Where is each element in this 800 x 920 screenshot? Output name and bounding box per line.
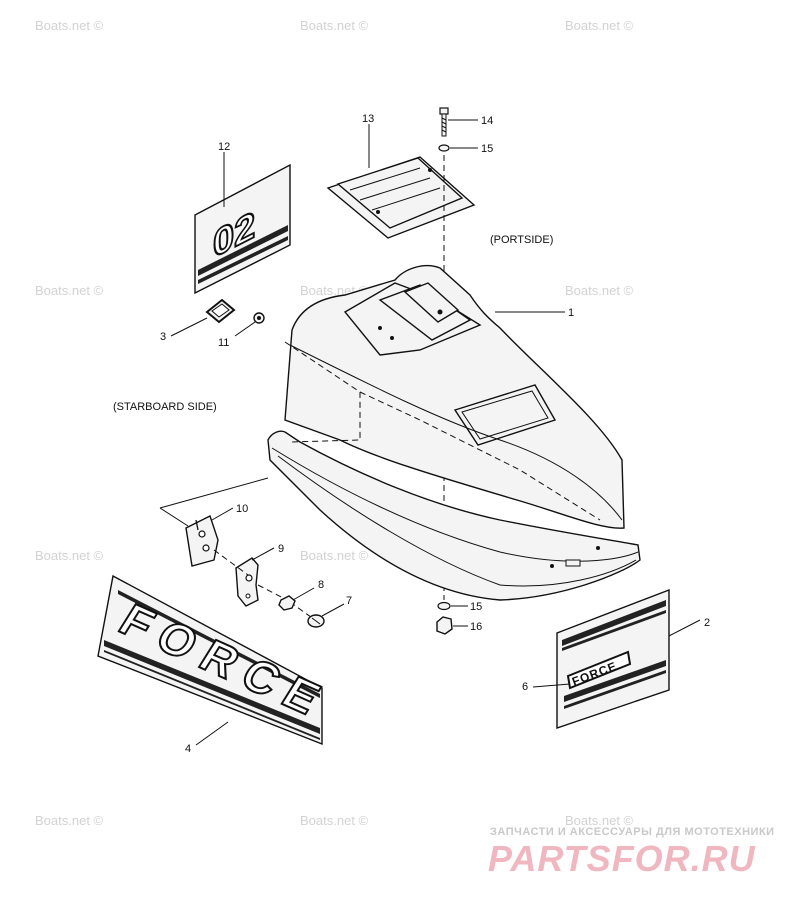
engine-cowl-1 — [267, 264, 641, 601]
decal-4: FORCE — [97, 574, 341, 746]
callout-9: 9 — [278, 543, 284, 555]
nut-11 — [253, 312, 265, 324]
watermark: Boats.net © — [565, 283, 634, 298]
leader-4 — [195, 721, 229, 746]
callout-10: 10 — [236, 503, 248, 515]
decal-12: 02 — [194, 163, 291, 295]
watermark: Boats.net © — [35, 18, 104, 33]
screw-7 — [307, 614, 325, 628]
nut-8 — [278, 595, 296, 611]
decal-2: FORCE — [556, 588, 670, 729]
leader-3 — [170, 317, 208, 337]
callout-1: 1 — [568, 307, 574, 319]
cover-plate-13 — [326, 156, 476, 239]
callout-15-bottom: 15 — [470, 601, 482, 613]
callout-12: 12 — [218, 141, 230, 153]
leader-10 — [211, 507, 234, 521]
callout-7: 7 — [346, 595, 352, 607]
callout-4: 4 — [185, 743, 191, 755]
starboard-label: (STARBOARD SIDE) — [113, 401, 217, 413]
leader-8 — [292, 587, 315, 601]
bolt-14 — [439, 107, 449, 137]
callout-16: 16 — [470, 621, 482, 633]
bracket-10 — [185, 515, 219, 567]
watermark: Boats.net © — [300, 18, 369, 33]
callout-3: 3 — [160, 331, 166, 343]
watermark: Boats.net © — [300, 548, 369, 563]
leader-10-sight — [159, 477, 269, 509]
brand-logo: PARTSFOR.RU — [488, 838, 756, 879]
leader-2 — [668, 619, 701, 637]
callout-15-top: 15 — [481, 143, 493, 155]
callout-14: 14 — [481, 115, 493, 127]
watermark: Boats.net © — [35, 548, 104, 563]
leader-7 — [321, 603, 345, 617]
leader-6 — [532, 683, 571, 688]
watermark: Boats.net © — [35, 813, 104, 828]
washer-15-top — [438, 144, 450, 152]
leader-11 — [234, 321, 256, 337]
callout-2: 2 — [704, 617, 710, 629]
watermark: Boats.net © — [35, 283, 104, 298]
callout-8: 8 — [318, 579, 324, 591]
clip-9 — [235, 557, 259, 607]
callout-11: 11 — [218, 337, 229, 349]
grommet-3 — [205, 298, 236, 324]
watermark: Boats.net © — [565, 18, 634, 33]
portside-label: (PORTSIDE) — [490, 234, 553, 246]
leader-9 — [251, 547, 275, 561]
callout-6: 6 — [522, 681, 528, 693]
callouts: 1 2 3 4 6 7 8 9 10 11 12 13 14 15 15 16 — [160, 113, 710, 755]
callout-13: 13 — [362, 113, 374, 125]
washer-15-bottom — [437, 601, 451, 611]
watermark: Boats.net © — [300, 813, 369, 828]
watermark: Boats.net © — [565, 813, 634, 828]
brand-subtitle: ЗАПЧАСТИ И АКСЕССУАРЫ ДЛЯ МОТОТЕХНИКИ — [490, 826, 775, 838]
nut-16 — [436, 616, 453, 635]
